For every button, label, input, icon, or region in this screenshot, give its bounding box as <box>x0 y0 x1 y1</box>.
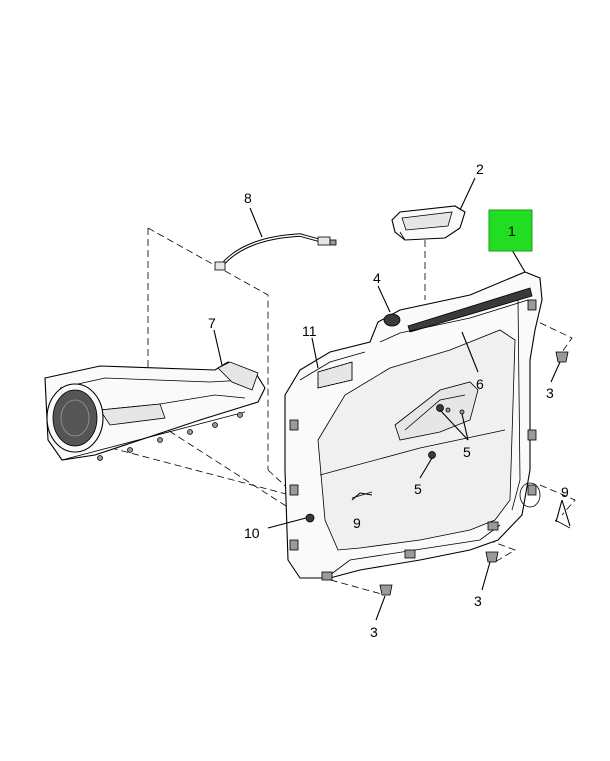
part-1-door-trim-panel <box>284 271 543 581</box>
callout-8: 8 <box>244 190 252 206</box>
part-2-handle-bezel <box>391 205 466 241</box>
callout-1: 1 <box>508 223 516 239</box>
part-8-cable <box>214 233 337 271</box>
callout-3: 3 <box>474 593 482 609</box>
callout-1-highlight <box>488 209 533 252</box>
callout-2: 2 <box>476 161 484 177</box>
callout-4: 4 <box>373 270 381 286</box>
leader-lines <box>213 177 571 621</box>
callout-7: 7 <box>208 315 216 331</box>
part-11-emblem <box>317 361 353 389</box>
callout-10: 10 <box>244 525 260 541</box>
part-7-speaker-pocket <box>44 361 266 461</box>
callout-5: 5 <box>414 481 422 497</box>
callout-6: 6 <box>476 376 484 392</box>
callout-9: 9 <box>561 484 569 500</box>
callout-labels: 1 2 3 3 3 4 5 5 6 7 8 9 9 10 11 <box>208 161 569 640</box>
part-4-switch <box>383 313 401 327</box>
callout-3: 3 <box>370 624 378 640</box>
callout-5: 5 <box>463 444 471 460</box>
callout-9: 9 <box>353 515 361 531</box>
callout-11: 11 <box>302 323 317 339</box>
fasteners <box>305 351 571 596</box>
callout-3: 3 <box>546 385 554 401</box>
